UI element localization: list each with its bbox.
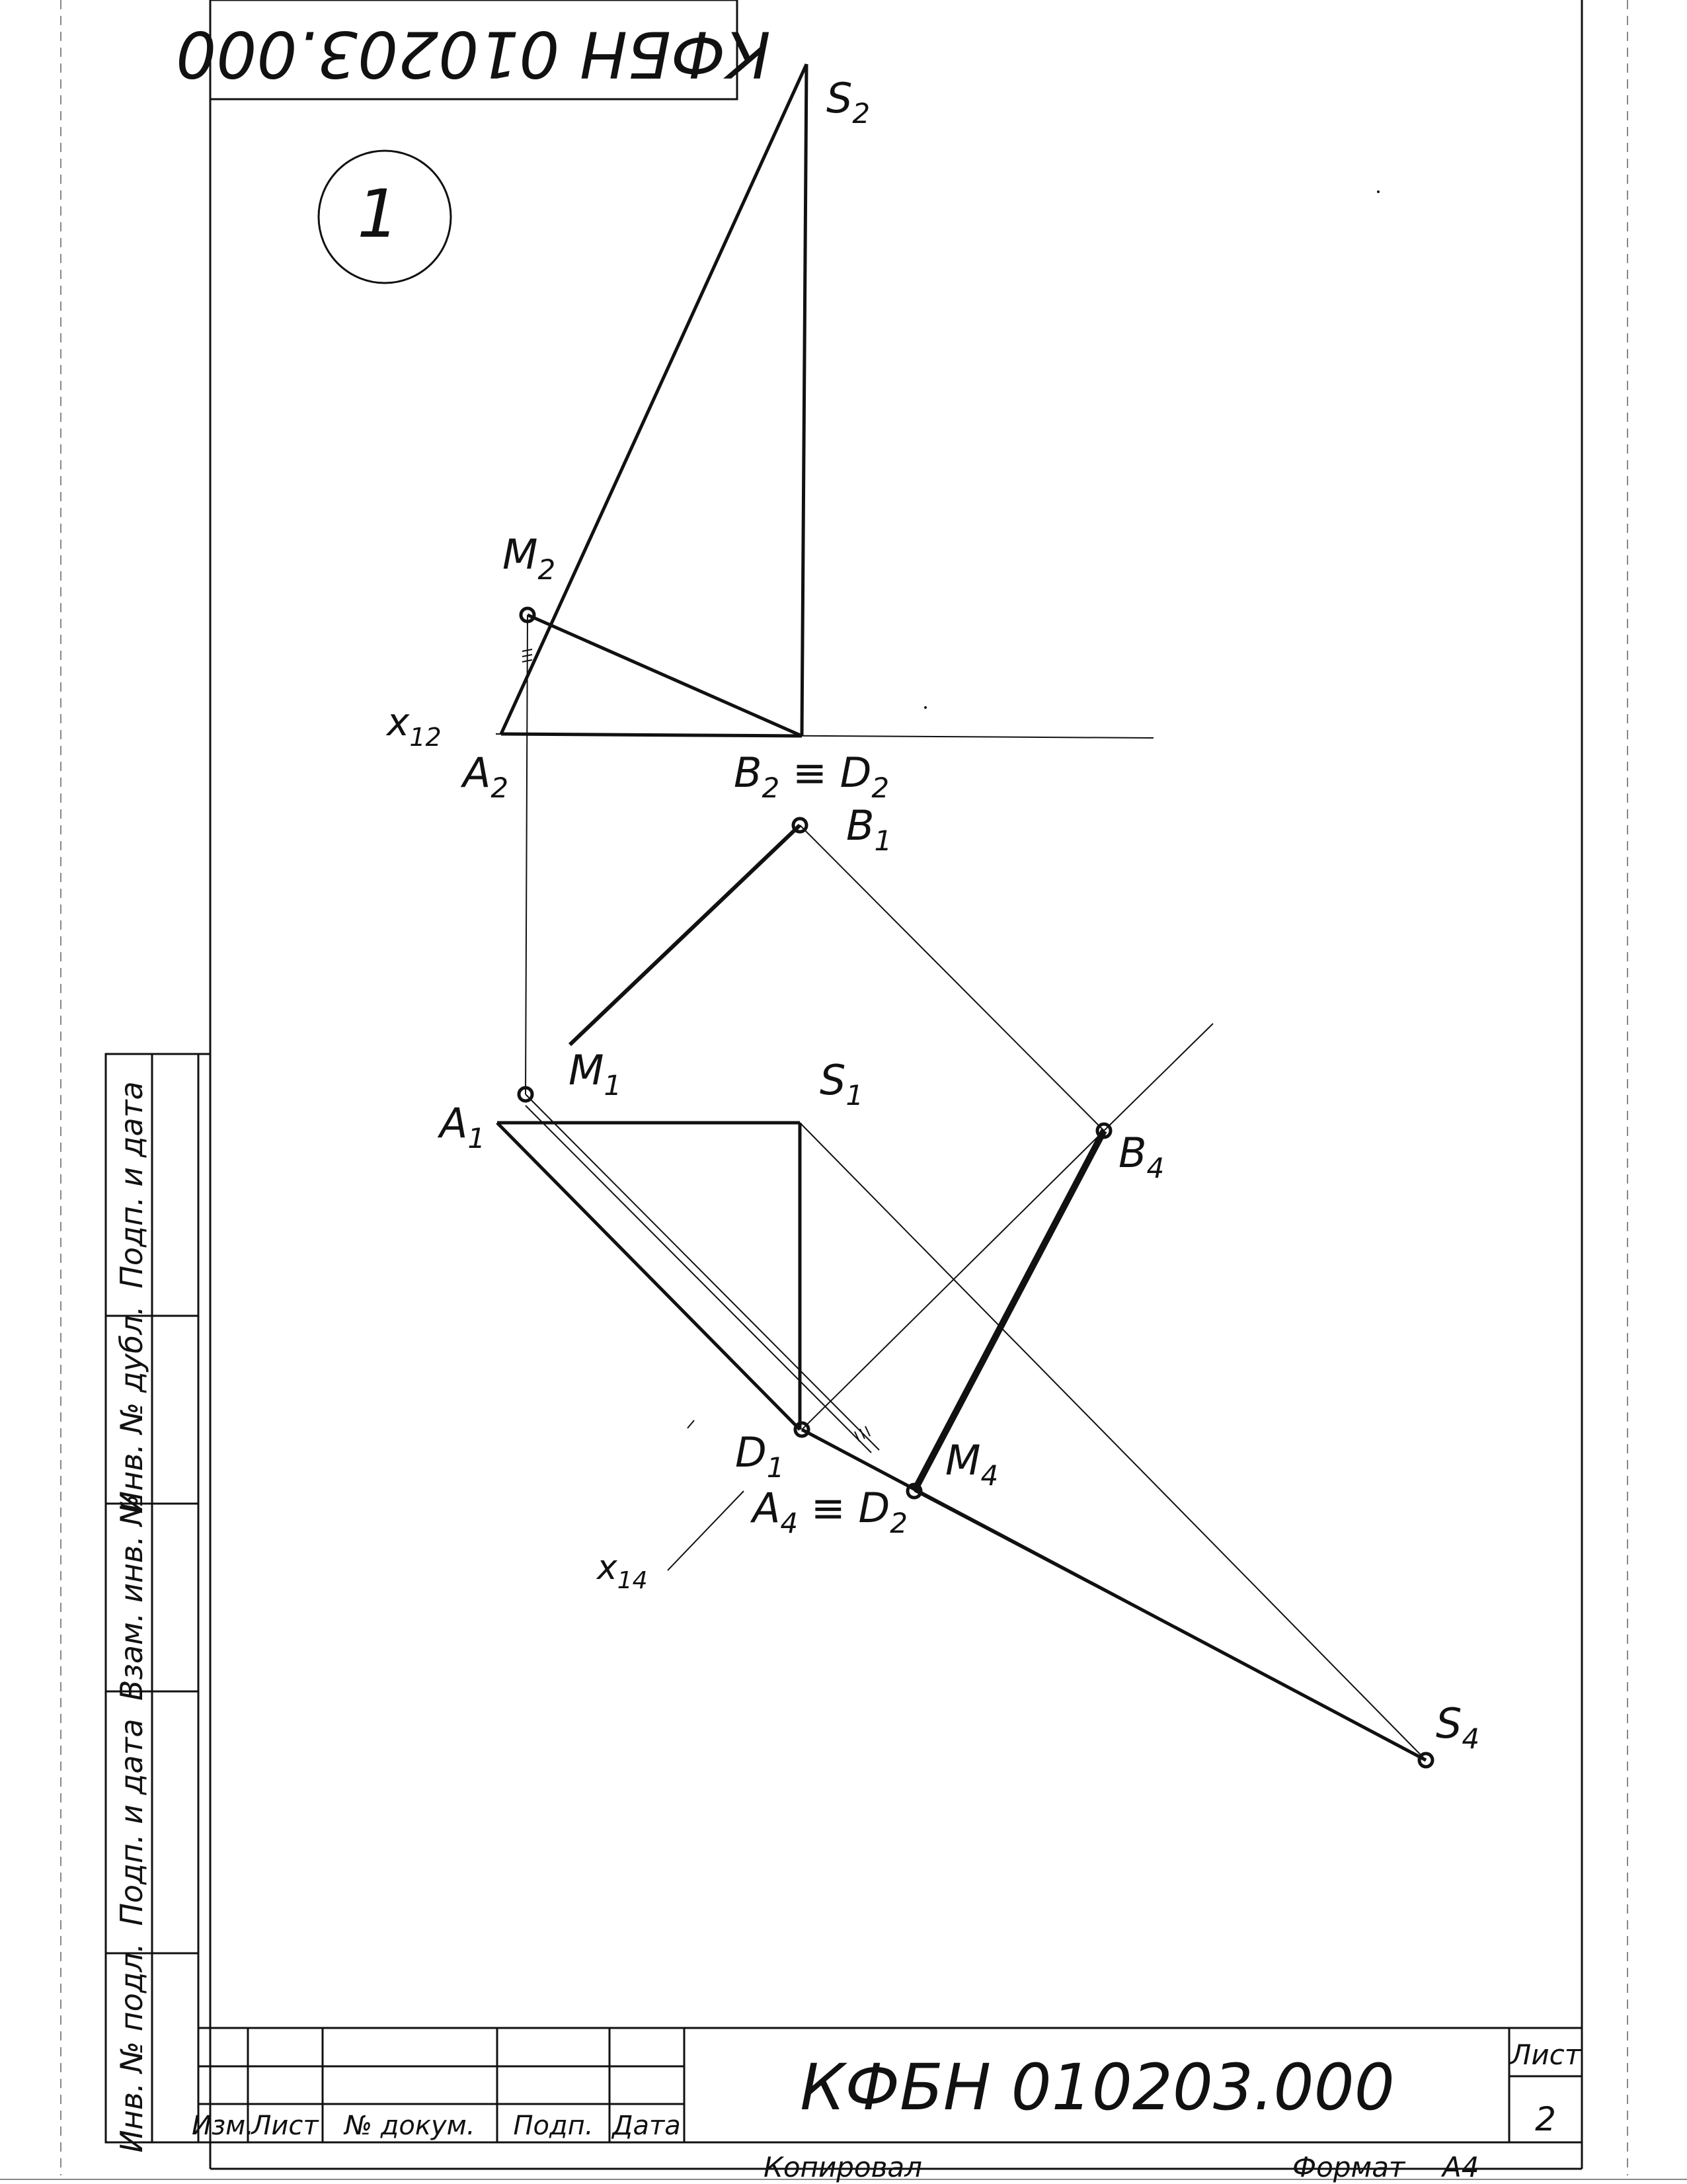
label-x12: x12 [385, 700, 442, 752]
side-stamp-cell-4: Подп. и дата [114, 1719, 149, 1925]
label-d1: D1 [735, 1428, 784, 1484]
point-d1 [793, 1421, 810, 1438]
format-value: А4 [1440, 2151, 1479, 2183]
label-b4: B4 [1118, 1129, 1164, 1184]
point-m4 [906, 1482, 923, 1500]
label-a4-d2: A4 ≡ D2 [750, 1484, 908, 1539]
label-m1: M1 [569, 1046, 621, 1102]
side-stamp-cell-3: Взам. инв. № [114, 1494, 149, 1701]
point-b4 [1095, 1122, 1113, 1139]
column-header-signature: Подп. [513, 2111, 593, 2141]
column-header-document: № докум. [343, 2111, 475, 2141]
point-s4 [1417, 1752, 1434, 1769]
label-b1: B1 [846, 801, 892, 857]
title-block-designation: КФБН 010203.000 [800, 2050, 1395, 2124]
side-stamp: Подп. и дата Инв. № дубл. Взам. инв. № П… [104, 1053, 210, 2153]
problem-number: 1 [357, 175, 399, 253]
title-block: Изм. Лист № докум. Подп. Дата КФБН 01020… [192, 2027, 1582, 2144]
label-m2: M2 [502, 530, 555, 586]
projection-axes [495, 190, 1380, 1571]
top-stamp: КФБН 010203.000 [176, 0, 771, 101]
sheet-label: Лист [1509, 2039, 1582, 2071]
sheet-number: 2 [1535, 2100, 1556, 2138]
label-a1: A1 [437, 1099, 485, 1154]
label-b2-d2: B2 ≡ D2 [734, 748, 889, 804]
frontal-projection [499, 63, 808, 738]
side-stamp-cell-2: Инв. № дубл. [114, 1306, 149, 1514]
point-b1 [791, 817, 808, 834]
side-stamp-cell-1: Подп. и дата [114, 1081, 149, 1288]
side-stamp-cell-5: Инв. № подл. [114, 1943, 149, 2152]
point-m1 [517, 1086, 534, 1103]
column-header-change: Изм. [192, 2111, 254, 2141]
point-m2 [519, 606, 536, 624]
column-header-date: Дата [611, 2111, 681, 2141]
projection-links [522, 614, 880, 1453]
top-stamp-designation: КФБН 010203.000 [176, 17, 771, 91]
label-s4: S4 [1436, 1699, 1479, 1755]
auxiliary-projection [801, 1023, 1427, 1762]
point-labels: S2 M2 x12 A2 B2 ≡ D2 B1 M1 S1 A1 B4 D1 M… [385, 74, 1479, 1755]
format-label: Формат [1292, 2151, 1406, 2183]
label-s2: S2 [826, 74, 870, 130]
copied-label: Копировал [764, 2151, 922, 2183]
projection-points [517, 606, 1434, 1769]
label-s1: S1 [820, 1056, 863, 1112]
label-a2: A2 [460, 748, 508, 804]
problem-number-badge: 1 [317, 149, 452, 284]
footer: Копировал Формат А4 [764, 2151, 1479, 2183]
horizontal-projection [496, 823, 1427, 1761]
label-x14: x14 [596, 1548, 648, 1594]
label-m4: M4 [945, 1436, 998, 1492]
column-header-sheet: Лист [250, 2111, 319, 2141]
